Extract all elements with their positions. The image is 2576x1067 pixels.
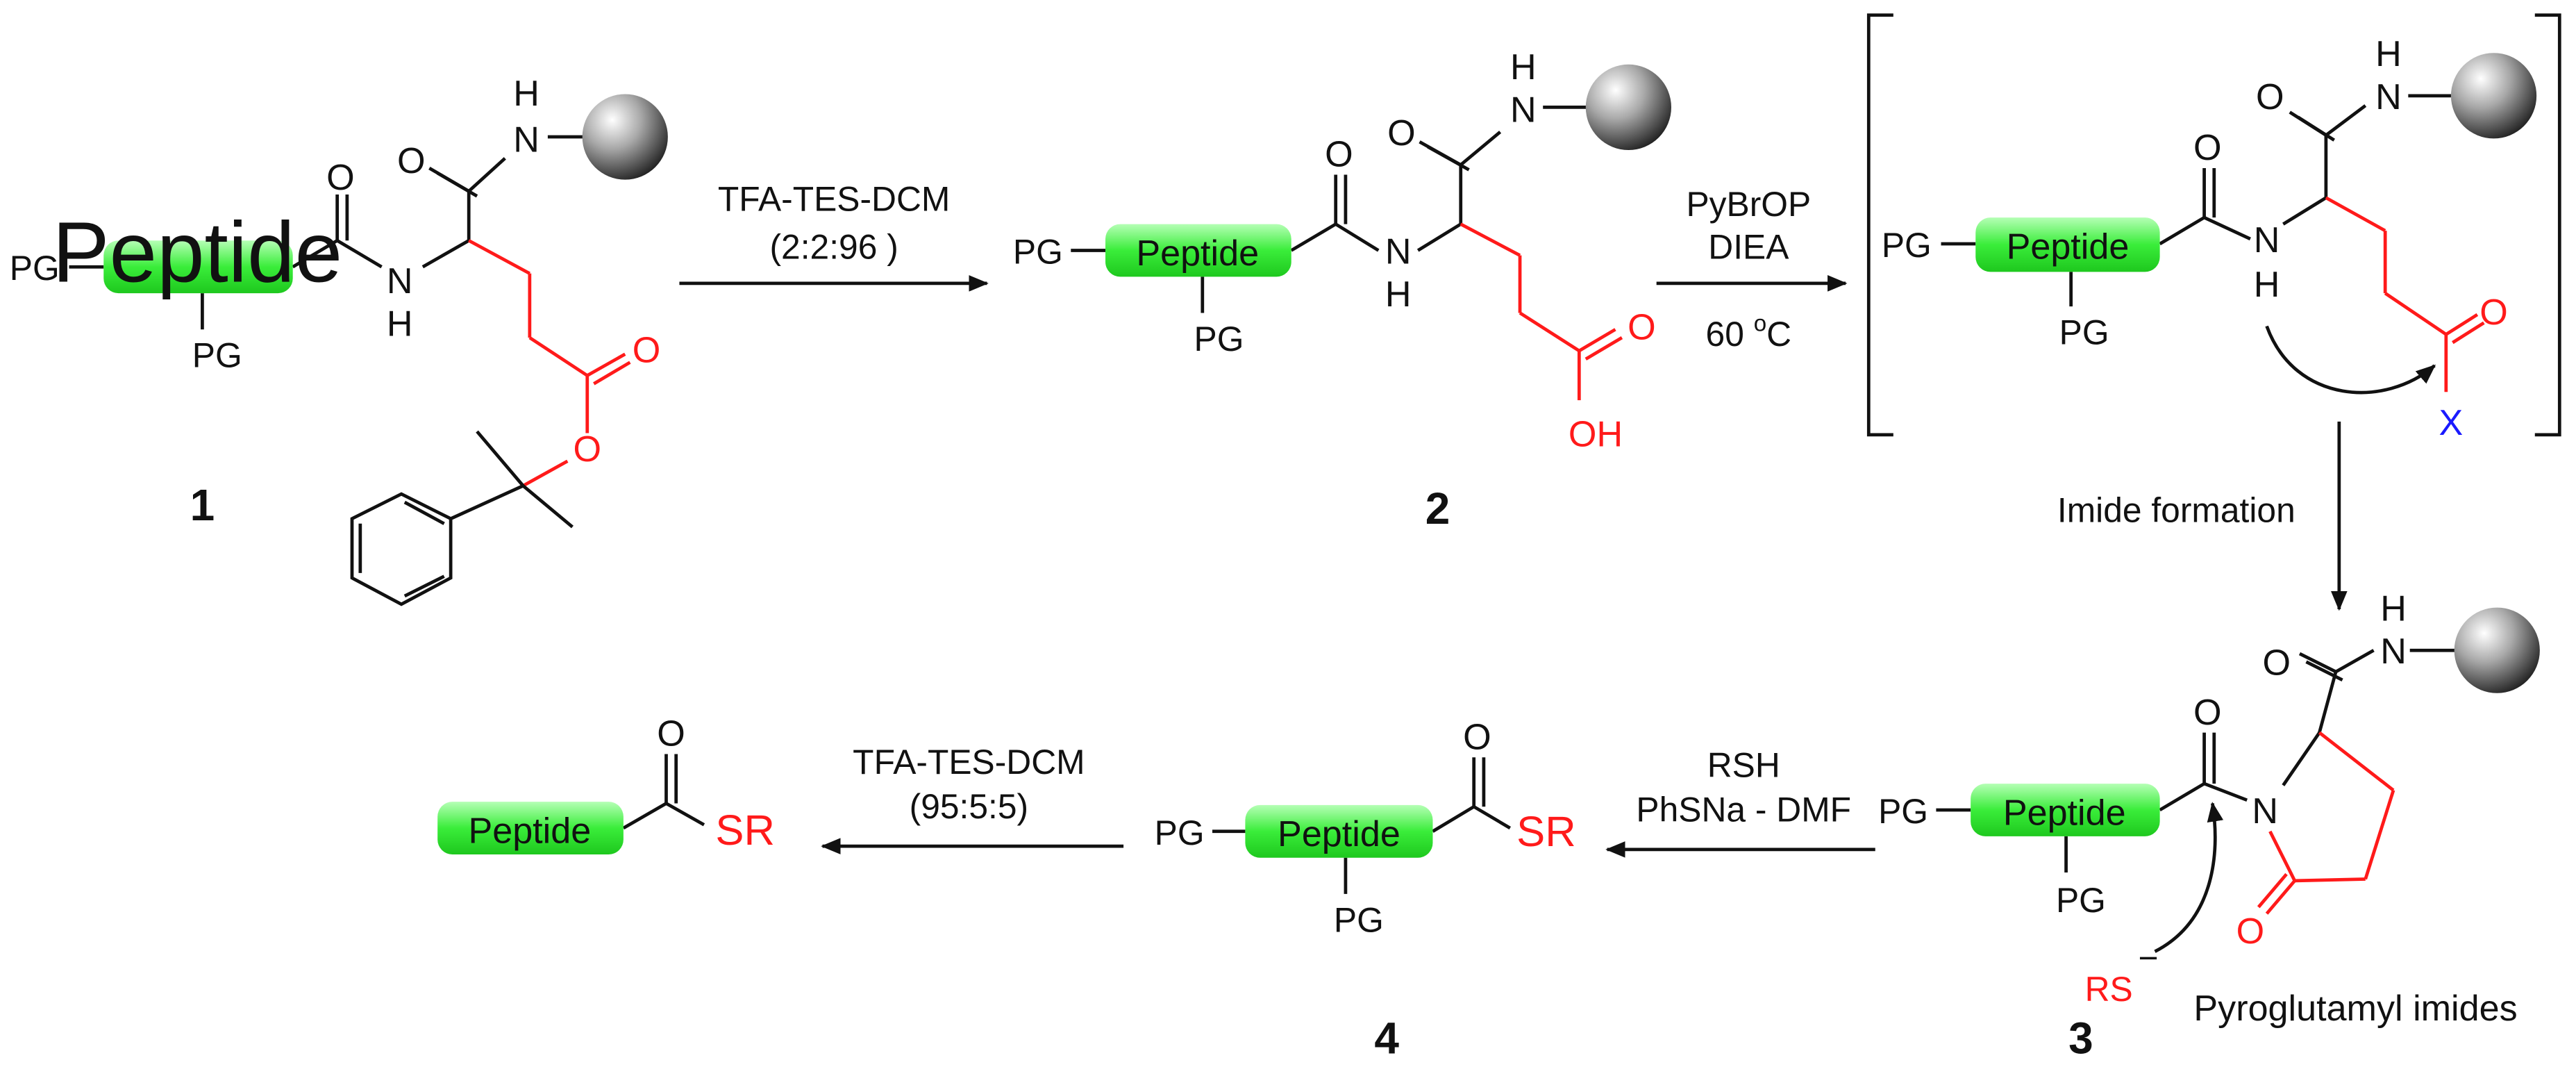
- reagent-label: TFA-TES-DCM: [853, 743, 1085, 781]
- pg-label: PG: [2059, 313, 2109, 352]
- leaving-group-label: X: [2439, 403, 2464, 443]
- nitrogen-label: N: [2254, 220, 2280, 260]
- intermediate-structure: [1941, 94, 2485, 392]
- hydroxyl-label: OH: [1569, 414, 1623, 454]
- reagent-label: PyBrOP: [1686, 185, 1811, 224]
- oxygen-label: O: [2256, 77, 2284, 117]
- oxygen-label: O: [1325, 135, 1353, 175]
- oxygen-label: O: [2479, 292, 2508, 333]
- oxygen-label: O: [1387, 113, 1416, 154]
- peptide-label: Peptide: [1278, 814, 1400, 854]
- hydrogen-label: H: [2254, 265, 2280, 305]
- peptide-pill: [437, 802, 624, 854]
- reagent-label: TFA-TES-DCM: [718, 180, 950, 219]
- charge-label: −: [2139, 938, 2159, 977]
- compound-number-1: 1: [190, 480, 215, 530]
- peptide-pill: [1245, 804, 1433, 858]
- oxygen-label: O: [2236, 911, 2265, 952]
- resin-bead: [2454, 607, 2540, 693]
- peptide-pill: [1971, 784, 2160, 836]
- pg-label: PG: [1155, 813, 1205, 852]
- thioester-label: SR: [1516, 808, 1576, 856]
- oxygen-label: O: [2193, 693, 2222, 733]
- nitrogen-label: N: [387, 261, 413, 301]
- reagent-label: (2:2:96 ): [769, 227, 898, 266]
- pg-label: PG: [1194, 320, 1244, 358]
- oxygen-label: O: [1628, 307, 1656, 347]
- reagent-label: DIEA: [1708, 227, 1789, 266]
- nitrogen-label: N: [513, 119, 540, 160]
- pg-label: PG: [1013, 232, 1063, 271]
- temperature-label: 60 oC: [1706, 311, 1792, 354]
- compound-number-3: 3: [2068, 1014, 2093, 1064]
- oxygen-label: O: [573, 429, 601, 470]
- nitrogen-label: N: [1510, 90, 1537, 131]
- oxygen-label: O: [657, 714, 685, 754]
- final-product: [622, 754, 705, 830]
- compound-number-4: 4: [1374, 1014, 1399, 1064]
- oxygen-label: O: [397, 141, 426, 181]
- pg-label: PG: [1882, 226, 1932, 265]
- curved-arrow: [2265, 325, 2436, 395]
- oxygen-label: O: [2193, 128, 2222, 168]
- peptide-pill: [1975, 217, 2160, 272]
- reagent-label: Imide formation: [2057, 490, 2295, 529]
- hydrogen-label: H: [513, 74, 540, 114]
- intermediate-brackets: [1866, 13, 2561, 437]
- pg-label: PG: [2056, 881, 2106, 920]
- hydrogen-label: H: [2375, 34, 2402, 74]
- pg-label: PG: [192, 336, 242, 375]
- hydrogen-label: H: [2380, 589, 2407, 629]
- compound-number-2: 2: [1425, 483, 1450, 534]
- peptide-label: Peptide: [52, 205, 342, 301]
- compound-1: [69, 135, 631, 606]
- reagent-label: RSH: [1707, 746, 1780, 785]
- resin-bead: [1585, 64, 1671, 151]
- oxygen-label: O: [2263, 643, 2291, 684]
- compound-caption: Pyroglutamyl imides: [2193, 989, 2517, 1029]
- thiolate-label: RS: [2085, 970, 2133, 1009]
- curved-arrow: [2154, 802, 2224, 953]
- pg-label: PG: [1334, 900, 1384, 939]
- resin-bead: [2450, 53, 2537, 139]
- peptide-label: Peptide: [2003, 793, 2126, 833]
- compound-3: [1936, 648, 2457, 915]
- thioester-label: SR: [715, 807, 775, 854]
- peptide-pill: [1105, 224, 1291, 277]
- resin-bead: [582, 94, 668, 180]
- nitrogen-label: N: [2375, 77, 2402, 117]
- pg-label: PG: [10, 249, 60, 288]
- pg-label: PG: [1878, 792, 1928, 831]
- hydrogen-label: H: [1385, 274, 1412, 315]
- peptide-label: Peptide: [468, 811, 591, 851]
- oxygen-label: O: [633, 331, 661, 371]
- hydrogen-label: H: [387, 304, 413, 345]
- hydrogen-label: H: [1510, 47, 1537, 88]
- oxygen-label: O: [1463, 717, 1491, 757]
- compound-2: [1071, 106, 1623, 401]
- nitrogen-label: N: [2252, 791, 2278, 832]
- peptide-label: Peptide: [2007, 226, 2130, 267]
- peptide-pill: [103, 240, 293, 294]
- reagent-label: PhSNa - DMF: [1636, 791, 1851, 829]
- oxygen-label: O: [326, 158, 355, 198]
- reagent-label: (95:5:5): [910, 787, 1028, 826]
- nitrogen-label: N: [2380, 631, 2407, 672]
- peptide-label: Peptide: [1136, 233, 1259, 274]
- compound-4: [1212, 757, 1512, 894]
- nitrogen-label: N: [1385, 231, 1412, 272]
